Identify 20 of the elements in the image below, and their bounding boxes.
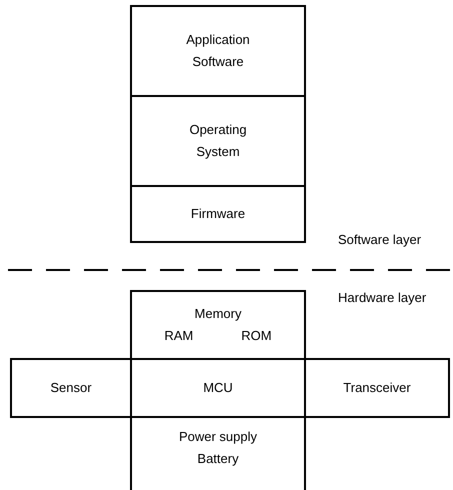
block-title: Memory (194, 305, 242, 323)
layer-label: Hardware layer (338, 290, 426, 305)
block-title: Operating System (188, 121, 248, 161)
block-label: ROM (241, 327, 272, 345)
software-layer-box (130, 185, 306, 243)
block-title: Power supply (178, 428, 258, 446)
block-title: Firmware (190, 205, 246, 223)
hardware-block (130, 290, 306, 360)
software-layer-box (130, 5, 306, 97)
layer-label: Software layer (338, 232, 422, 247)
block-title: Application Software (185, 31, 251, 71)
block-title: Sensor (50, 379, 92, 397)
block-label: RAM (164, 327, 194, 345)
block-title: MCU (203, 379, 233, 397)
software-layer-box (130, 95, 306, 187)
block-label: Battery (197, 450, 239, 468)
hardware-block (304, 358, 450, 418)
hardware-block (10, 358, 132, 418)
block-title: Transceiver (343, 379, 411, 397)
hardware-block (130, 416, 306, 490)
